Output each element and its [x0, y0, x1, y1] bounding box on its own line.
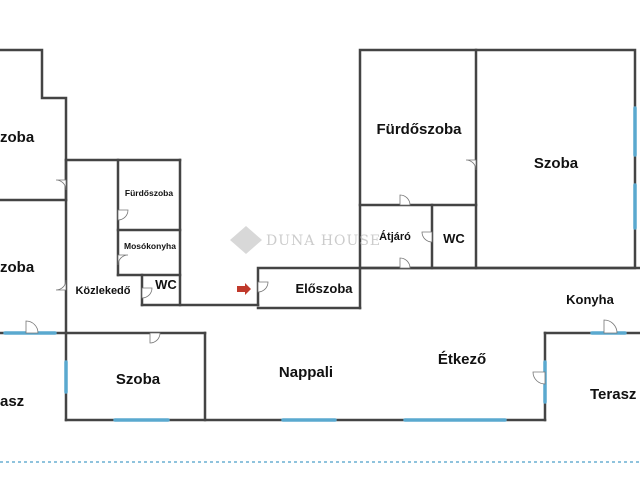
room-mosokonyha: Mosókonyha — [124, 241, 176, 251]
walls-right-wing — [358, 48, 637, 270]
room-furdoszoba-big: Fürdőszoba — [377, 121, 463, 138]
room-konyha: Konyha — [566, 292, 614, 307]
room-atjaro: Átjáró — [379, 230, 411, 243]
walls-left-wing — [0, 48, 260, 422]
room-wc-small: WC — [155, 277, 177, 292]
doors — [25, 159, 618, 385]
room-kozlekedo: Közlekedő — [75, 285, 130, 297]
room-nappali: Nappali — [279, 364, 333, 381]
room-szoba-right: Szoba — [534, 155, 579, 172]
room-terasz-left: asz — [0, 393, 24, 410]
room-wc-right: WC — [443, 231, 465, 246]
room-labels: zoba zoba asz Fürdőszoba Mosókonyha Közl… — [0, 121, 636, 410]
walls-central — [64, 266, 640, 422]
room-szoba-left-mid: zoba — [0, 259, 35, 276]
entrance-arrow-icon — [237, 283, 251, 295]
watermark: DUNA HOUSE — [230, 226, 381, 254]
room-etkezo: Étkező — [438, 351, 486, 368]
room-terasz-right: Terasz — [590, 386, 636, 403]
room-eloszoba: Előszoba — [295, 281, 353, 296]
room-furdoszoba-small: Fürdőszoba — [125, 188, 173, 198]
room-szoba-bottom: Szoba — [116, 371, 161, 388]
room-szoba-left-top: zoba — [0, 129, 35, 146]
watermark-text: DUNA HOUSE — [266, 233, 381, 249]
duna-house-logo-icon — [230, 226, 262, 254]
